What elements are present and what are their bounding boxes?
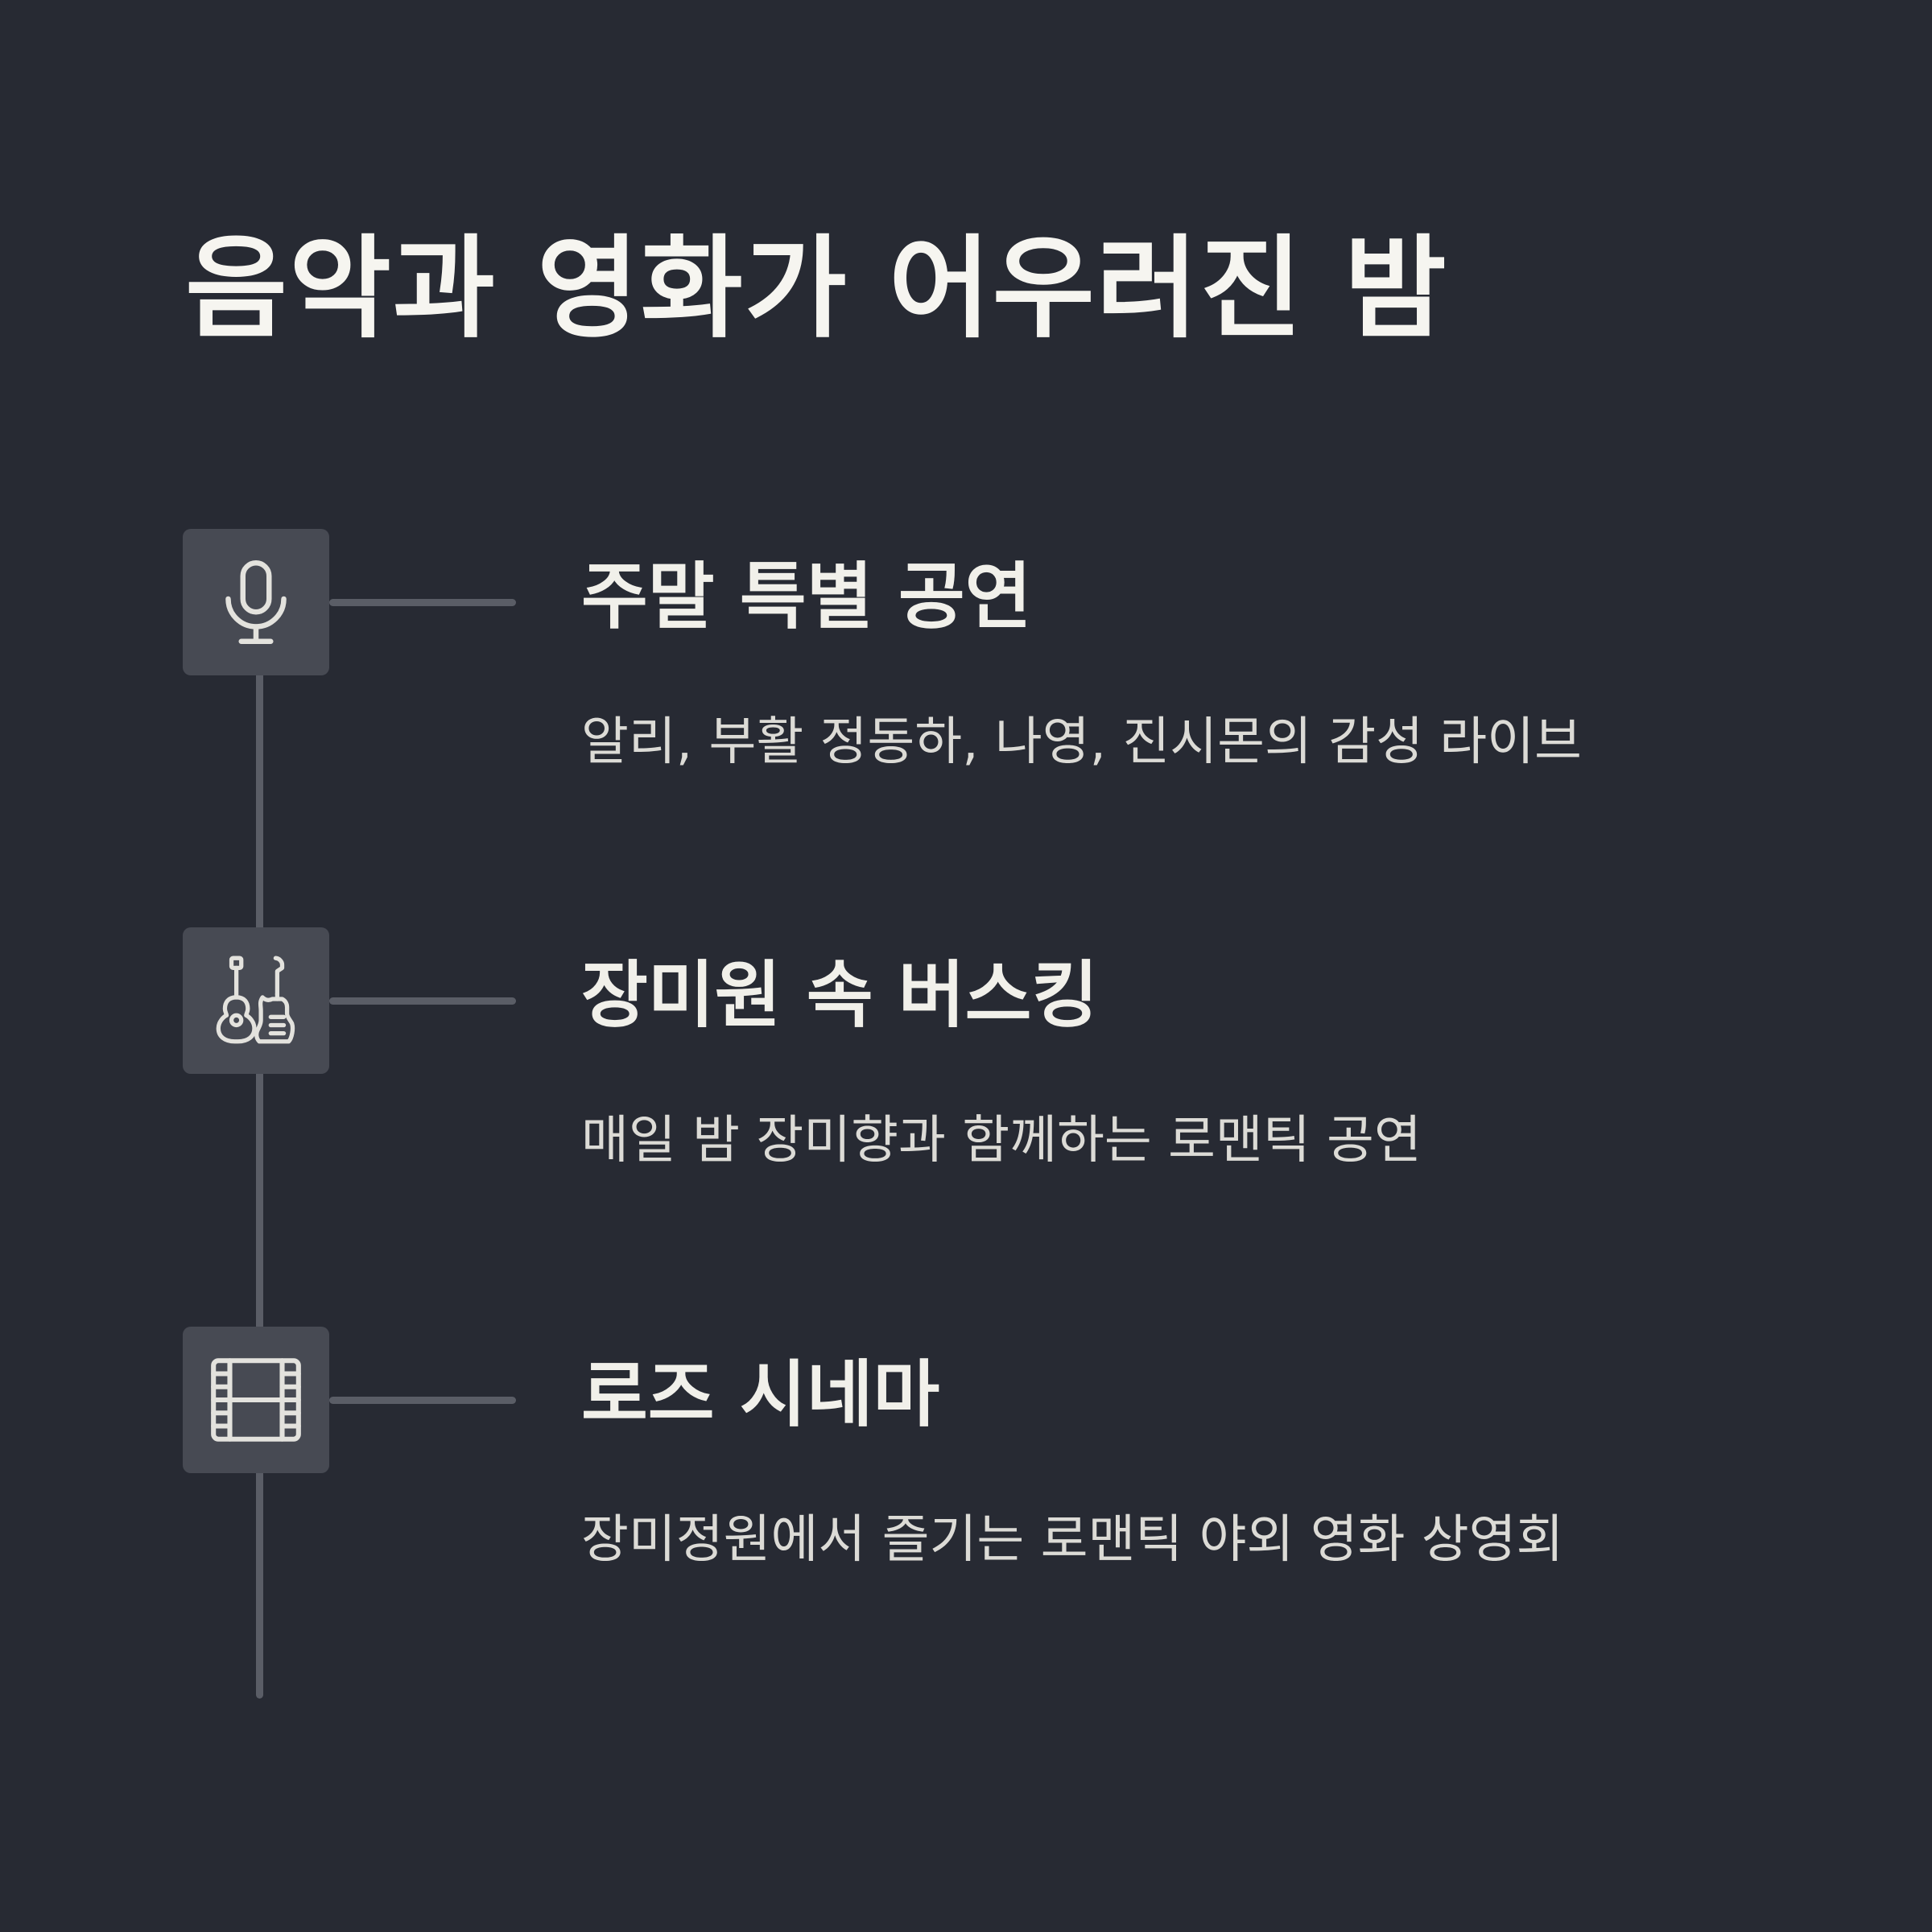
- icon-box: [183, 529, 329, 675]
- item-title: 로즈 시네마: [581, 1352, 940, 1437]
- item-description: 매일 밤 장미향과 함께하는 로맨틱 공연: [581, 1111, 1422, 1170]
- microphone-icon: [225, 560, 287, 644]
- guitars-icon: [216, 956, 295, 1044]
- item-title: 장미원 속 버스킹: [581, 953, 1099, 1038]
- connector-line: [329, 1397, 516, 1404]
- connector-line: [329, 997, 516, 1005]
- film-strip-icon: [211, 1358, 301, 1442]
- timeline-item-rose-garden-busking: 장미원 속 버스킹 매일 밤 장미향과 함께하는 로맨틱 공연: [0, 927, 1932, 1170]
- item-description: 알리, 부활 정동하, 나영, 진시몬의 감성 라이브: [581, 712, 1582, 772]
- item-description: 장미정원에서 즐기는 로맨틱 야외 영화 상영회: [581, 1510, 1564, 1570]
- timeline-line: [256, 612, 263, 1699]
- icon-box: [183, 1327, 329, 1473]
- item-title: 주말 특별 공연: [581, 555, 1032, 639]
- page-title: 음악과 영화가 어우러진 밤: [185, 224, 1448, 353]
- timeline-item-weekend-concert: 주말 특별 공연 알리, 부활 정동하, 나영, 진시몬의 감성 라이브: [0, 529, 1932, 772]
- connector-line: [329, 599, 516, 606]
- icon-box: [183, 927, 329, 1074]
